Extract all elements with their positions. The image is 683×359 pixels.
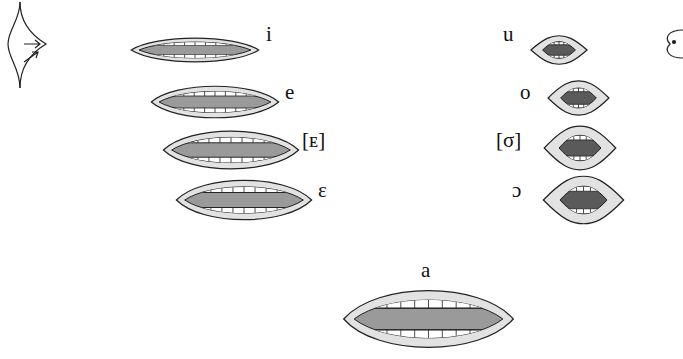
vowel-label: e bbox=[285, 80, 294, 104]
vowel-label: o bbox=[520, 80, 531, 104]
wave-figure bbox=[8, 2, 46, 88]
vowel-label: [σ] bbox=[496, 128, 521, 152]
vowel-label: ɔ bbox=[512, 178, 521, 202]
round-figure bbox=[667, 30, 683, 58]
vowel-label: ε bbox=[318, 178, 327, 202]
vowel-label: [ᴇ] bbox=[302, 128, 325, 152]
vowel-label: u bbox=[503, 22, 514, 46]
vowel-label: a bbox=[421, 258, 430, 282]
vowel-label: i bbox=[266, 22, 272, 46]
